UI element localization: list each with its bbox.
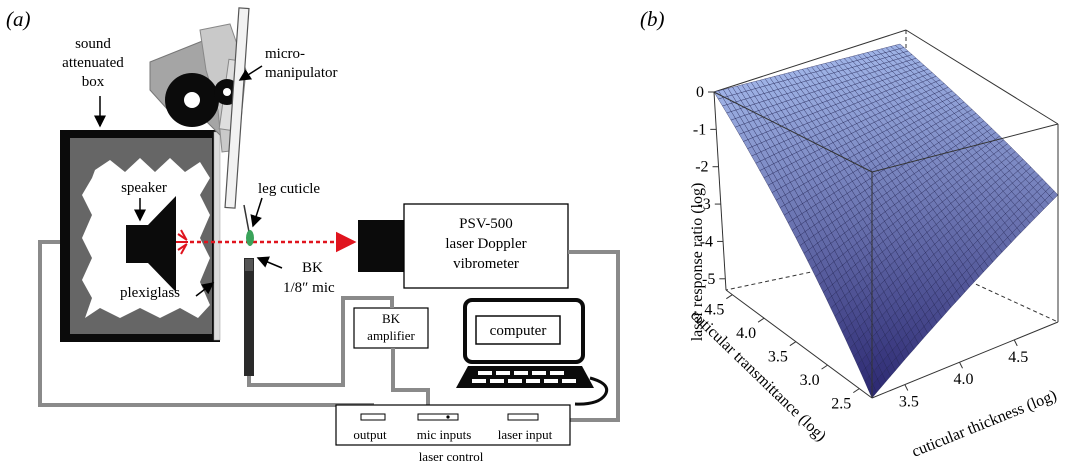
port-label-mic-inputs: mic inputs bbox=[417, 427, 472, 442]
laser-control-box bbox=[335, 404, 571, 446]
computer-screen-label-box bbox=[475, 315, 561, 345]
z-tick-label: -5 bbox=[702, 271, 715, 288]
wire-vibrometer-input bbox=[542, 250, 620, 422]
box-floor-front-left bbox=[725, 289, 873, 399]
wire-mic-amplifier bbox=[247, 296, 394, 387]
laser-vibrometer: PSV-500 laser Doppler vibrometer bbox=[358, 203, 569, 289]
x-tick-label: 3.5 bbox=[899, 394, 919, 411]
vibrometer-box bbox=[403, 203, 569, 289]
box-top-front-right bbox=[871, 123, 1059, 173]
wire-amplifier-input bbox=[391, 348, 430, 418]
panel-a-label: (a) bbox=[6, 7, 31, 31]
y-tick-label: 2.5 bbox=[831, 396, 851, 413]
x-tick-mark bbox=[959, 362, 963, 369]
plexiglass-pane bbox=[213, 131, 221, 341]
micromanipulator-label: micro- manipulator bbox=[265, 46, 337, 81]
port-label-output: output bbox=[353, 427, 387, 442]
bk-mic bbox=[244, 258, 254, 376]
bk-mic-label-line2: 1/8″ mic bbox=[283, 280, 335, 296]
y-tick-mark bbox=[821, 364, 828, 370]
micromanipulator-label-line1: micro- bbox=[265, 46, 305, 62]
z-axis-label: laser response ratio (log) bbox=[689, 183, 706, 342]
leg-cuticle-arrow bbox=[250, 197, 263, 228]
y-tick-label: 3.0 bbox=[800, 372, 820, 389]
z-tick-label: 0 bbox=[696, 84, 704, 101]
surface-box-front bbox=[713, 91, 1059, 399]
laser-input-port bbox=[507, 413, 539, 421]
x-tick-mark bbox=[904, 384, 909, 391]
bk-mic-label: BK 1/8″ mic bbox=[283, 260, 335, 296]
computer: computer bbox=[456, 298, 609, 406]
bk-amplifier: BK amplifier bbox=[353, 307, 429, 349]
micromanipulator-label-line2: manipulator bbox=[265, 65, 337, 81]
box-top-right-edge bbox=[905, 29, 1059, 125]
x-tick-mark bbox=[1013, 339, 1018, 347]
surface-plot bbox=[713, 43, 1059, 399]
speaker-magnet bbox=[126, 225, 148, 263]
leg-cuticle-label: leg cuticle bbox=[258, 181, 320, 197]
vibrometer-head bbox=[358, 220, 404, 272]
bk-mic-body bbox=[244, 258, 254, 376]
laser-control-label: laser control bbox=[419, 449, 484, 464]
y-tick-mark bbox=[853, 388, 860, 394]
vibrometer-label-line3: vibrometer bbox=[453, 256, 519, 272]
y-tick-label: 4.5 bbox=[704, 302, 724, 319]
manipulator-rod bbox=[224, 7, 250, 209]
box-top-front-left bbox=[713, 91, 873, 173]
micromanipulator bbox=[149, 7, 250, 233]
sound-box-label-line2: attenuated bbox=[62, 55, 124, 71]
surface-ticks: 0 -1 -2 -3 -4 -5 4.5 4.0 3.5 3.0 2.5 3.5 4.0 4.5 bbox=[693, 84, 1028, 413]
x-axis-label: cuticular thickness (log) bbox=[909, 387, 1059, 461]
laser-burst bbox=[176, 229, 188, 255]
sound-box-label-line3: box bbox=[82, 74, 105, 90]
y-tick-label: 3.5 bbox=[768, 349, 788, 366]
z-tick-label: -4 bbox=[700, 233, 713, 250]
x-tick-label: 4.0 bbox=[954, 371, 974, 388]
x-tick-label: 4.5 bbox=[1008, 349, 1028, 366]
speaker-label: speaker bbox=[121, 180, 167, 196]
box-floor-front-right bbox=[871, 321, 1059, 399]
panel-a: (a) sound attenuated box speaker plexigl… bbox=[6, 7, 620, 464]
computer-keyboard bbox=[456, 366, 594, 388]
plexiglass-arrow bbox=[195, 282, 215, 297]
box-top-back-edge bbox=[713, 29, 907, 93]
amplifier-label-line1: BK bbox=[382, 311, 401, 326]
y-tick-label: 4.0 bbox=[736, 325, 756, 342]
leg-cuticle-sample bbox=[246, 230, 254, 246]
amplifier-box bbox=[353, 307, 429, 349]
bk-mic-label-line1: BK bbox=[302, 260, 323, 276]
speaker bbox=[126, 196, 176, 292]
manipulator-needle bbox=[243, 204, 250, 233]
bk-mic-arrow bbox=[256, 256, 283, 269]
sound-box-label-line1: sound bbox=[75, 36, 111, 52]
y-tick-mark bbox=[757, 317, 765, 323]
y-tick-mark bbox=[789, 341, 797, 347]
y-tick-mark bbox=[726, 294, 733, 300]
z-tick-label: -2 bbox=[695, 159, 708, 176]
box-front-left-vertical bbox=[713, 91, 727, 291]
panel-b-label: (b) bbox=[640, 7, 665, 31]
computer-cable bbox=[574, 376, 609, 406]
z-tick-label: -1 bbox=[693, 121, 706, 138]
keyboard-keys bbox=[472, 371, 576, 383]
z-tick-label: -3 bbox=[697, 196, 710, 213]
plexiglass-label: plexiglass bbox=[120, 285, 180, 301]
laser-control: output mic inputs laser input bbox=[335, 404, 571, 446]
output-port bbox=[360, 413, 386, 421]
surface-cell bbox=[1049, 190, 1059, 200]
micromanipulator-arrow bbox=[238, 65, 263, 81]
sound-box-label: sound attenuated box bbox=[62, 36, 124, 90]
port-label-laser-input: laser input bbox=[498, 427, 553, 442]
amplifier-label-line2: amplifier bbox=[367, 328, 415, 343]
mic-inputs-port bbox=[417, 413, 459, 421]
vibrometer-label-line2: laser Doppler bbox=[445, 236, 526, 252]
computer-label: computer bbox=[490, 323, 547, 339]
speaker-cone bbox=[148, 196, 176, 292]
vibrometer-label-line1: PSV-500 bbox=[459, 216, 513, 232]
